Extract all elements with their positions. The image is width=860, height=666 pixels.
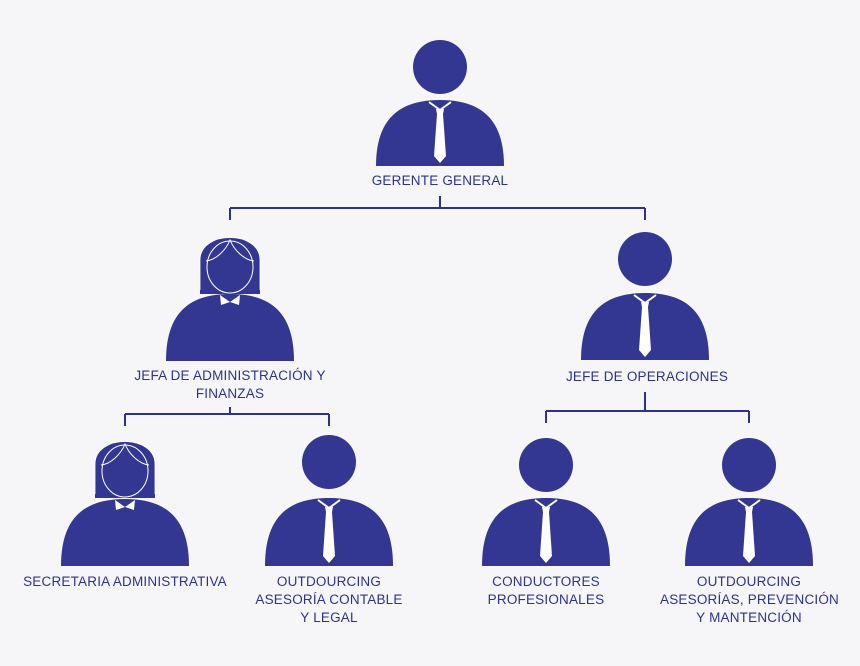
- head: [302, 435, 356, 489]
- man-with-tie-icon: [376, 40, 504, 166]
- collar-right: [230, 295, 240, 305]
- torso: [166, 294, 294, 361]
- tie: [540, 507, 552, 563]
- fringe: [205, 238, 255, 262]
- man-with-tie-icon: [685, 438, 813, 566]
- tie: [639, 302, 651, 357]
- tie: [323, 507, 335, 563]
- head: [413, 40, 467, 94]
- man-with-tie-icon: [265, 435, 393, 566]
- label-conductores-profesionales: CONDUCTORES PROFESIONALES: [487, 574, 605, 607]
- label-outsourcing-contable: OUTDOURCING ASESORÍA CONTABLE Y LEGAL: [255, 574, 403, 625]
- face: [206, 240, 254, 294]
- head: [519, 438, 573, 492]
- label-outsourcing-prevencion: OUTDOURCING ASESORÍAS, PREVENCIÓN Y MANT…: [660, 574, 839, 625]
- woman-icon: [61, 441, 189, 566]
- connector-lines: [124, 196, 750, 426]
- collar-left: [115, 500, 125, 510]
- collar-right: [125, 500, 135, 510]
- head: [618, 232, 672, 286]
- woman-icon: [166, 237, 294, 361]
- fringe: [100, 442, 150, 466]
- tie: [434, 109, 446, 163]
- label-secretaria-administrativa: SECRETARIA ADMINISTRATIVA: [23, 574, 227, 589]
- label-jefa-administracion: JEFA DE ADMINISTRACIÓN Y FINANZAS: [134, 368, 326, 401]
- hair-outline: [94, 441, 156, 494]
- man-with-tie-icon: [581, 232, 709, 360]
- man-with-tie-icon: [482, 438, 610, 566]
- hair-outline: [199, 237, 261, 290]
- torso: [61, 499, 189, 566]
- tie: [743, 507, 755, 563]
- label-jefe-operaciones: JEFE DE OPERACIONES: [565, 369, 729, 384]
- head: [722, 438, 776, 492]
- collar-left: [220, 295, 230, 305]
- label-gerente-general: GERENTE GENERAL: [371, 173, 509, 188]
- face: [101, 444, 149, 498]
